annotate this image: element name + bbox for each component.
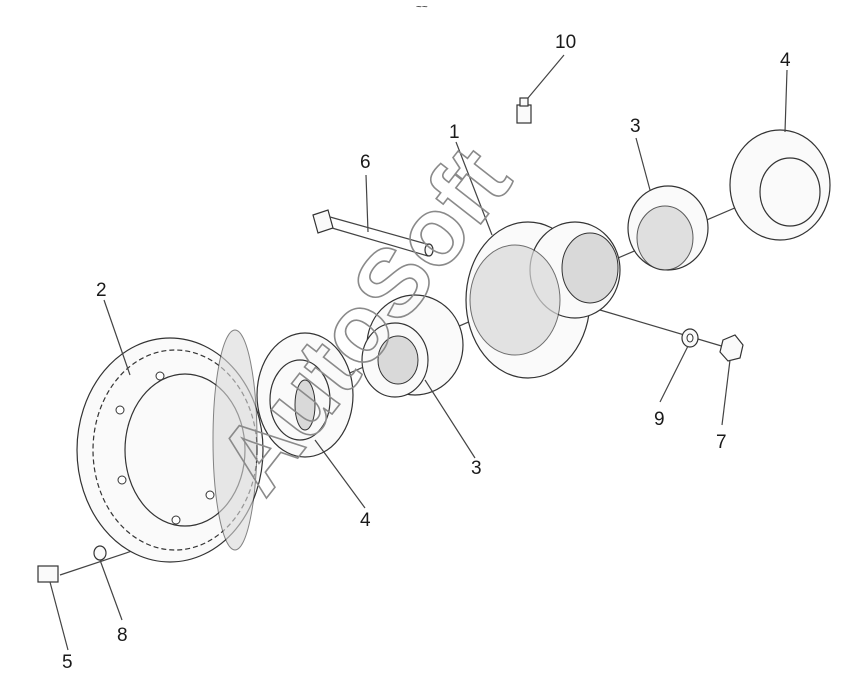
side-gear-lower bbox=[361, 294, 464, 398]
side-gear-upper bbox=[627, 185, 709, 271]
callout-8: 8 bbox=[117, 625, 128, 646]
bolt-short bbox=[37, 565, 59, 583]
callout-4-lower: 4 bbox=[360, 510, 371, 531]
callout-5: 5 bbox=[62, 652, 73, 673]
washer bbox=[681, 328, 699, 348]
callout-labels: 10 4 3 1 6 2 9 7 3 4 8 5 bbox=[62, 32, 791, 673]
callout-9: 9 bbox=[654, 409, 665, 430]
lock-washer bbox=[93, 545, 107, 561]
ring-gear bbox=[76, 329, 264, 563]
callout-6: 6 bbox=[360, 152, 371, 173]
callout-7: 7 bbox=[716, 432, 727, 453]
nut bbox=[719, 334, 744, 362]
callout-3-upper: 3 bbox=[630, 116, 641, 137]
callout-4-upper: 4 bbox=[780, 50, 791, 71]
leader-lines bbox=[49, 54, 788, 651]
differential-housing bbox=[465, 221, 621, 379]
callout-10: 10 bbox=[555, 32, 576, 53]
header-mark: ~~ bbox=[416, 2, 428, 13]
callout-1: 1 bbox=[449, 122, 460, 143]
thrust-washer-upper bbox=[729, 129, 831, 241]
bolt-long bbox=[312, 209, 434, 257]
callout-3-lower: 3 bbox=[471, 458, 482, 479]
grease-fitting bbox=[516, 97, 532, 124]
thrust-washer-lower bbox=[256, 332, 354, 458]
callout-2: 2 bbox=[96, 280, 107, 301]
